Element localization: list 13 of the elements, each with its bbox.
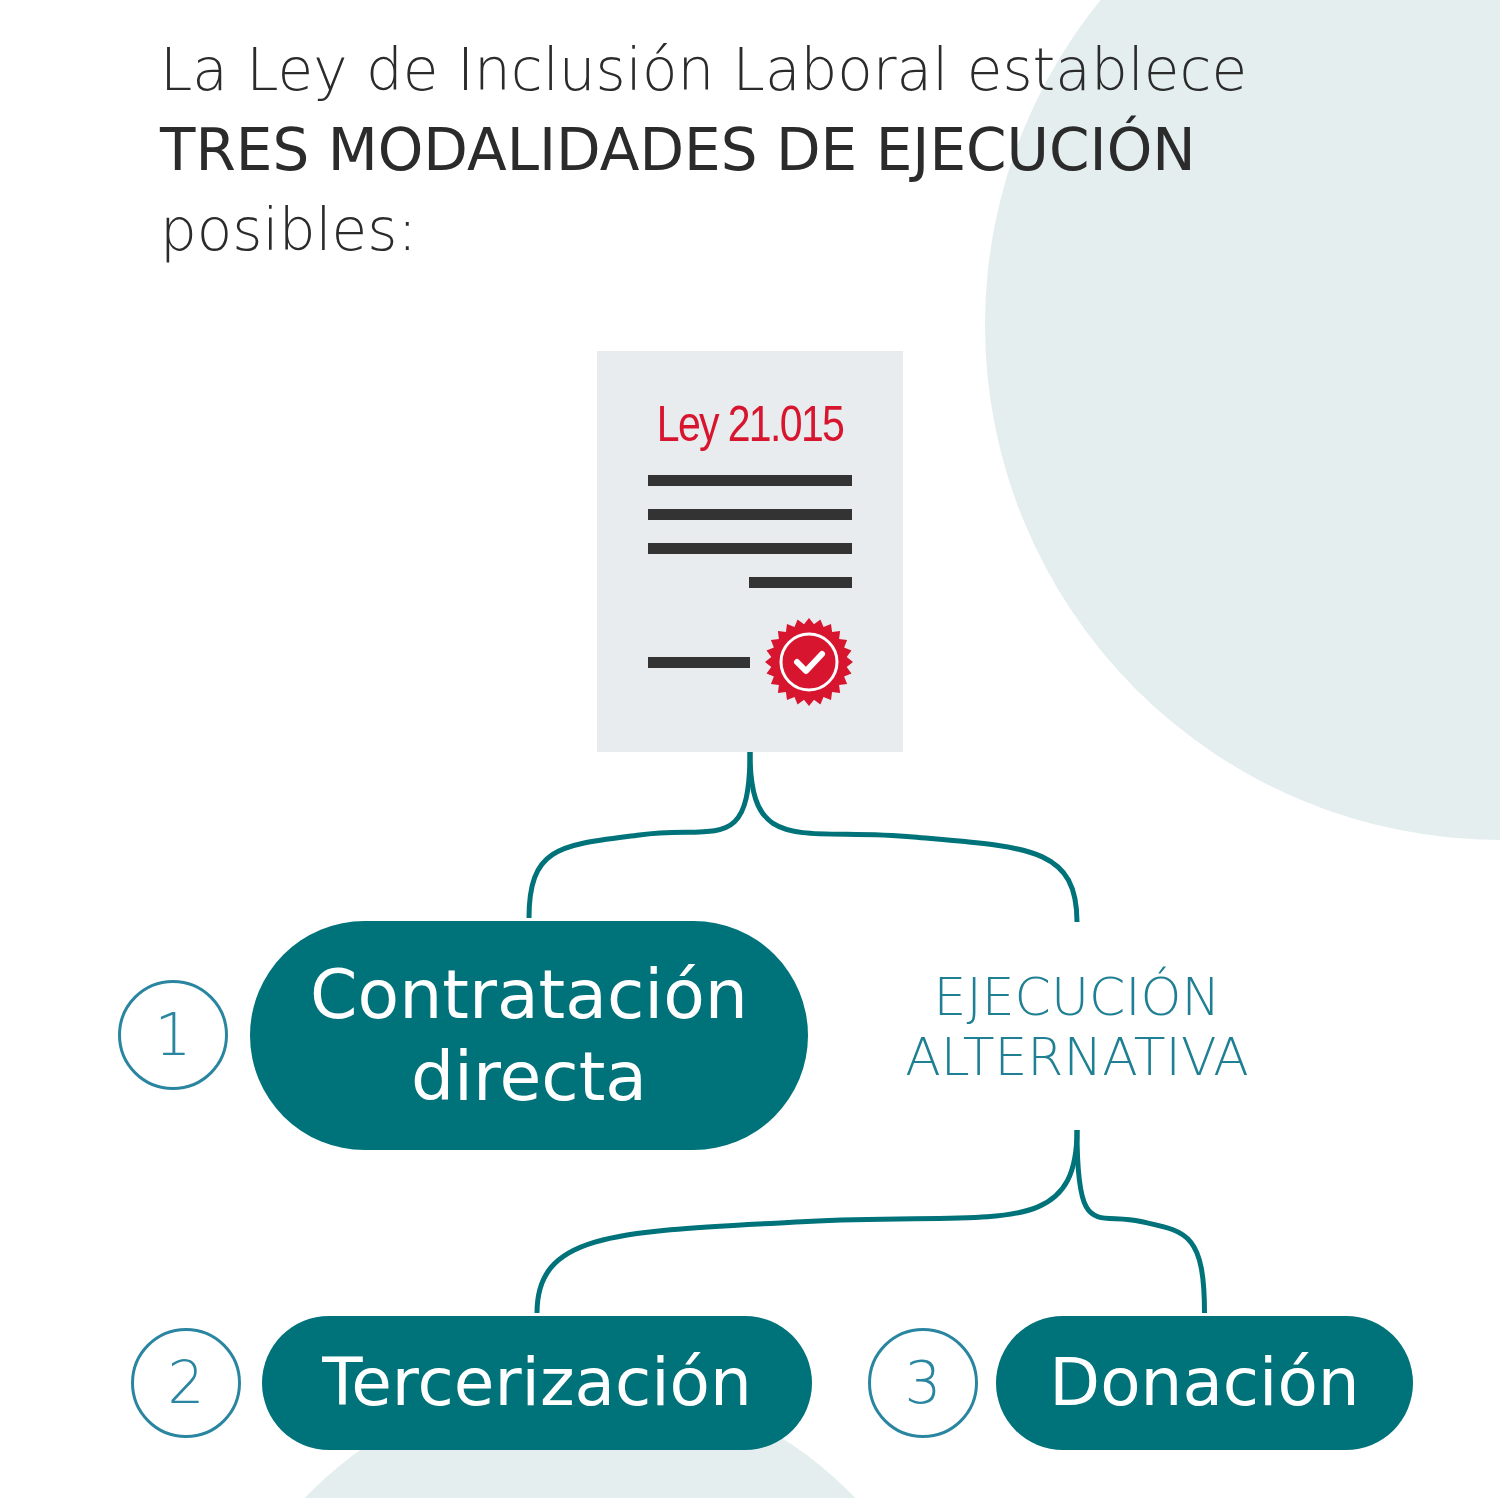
mode-pill: Tercerización xyxy=(262,1316,812,1450)
connector-line xyxy=(526,751,753,919)
connector-line xyxy=(1074,1129,1207,1314)
number-circle: 2 xyxy=(131,1328,241,1438)
number-circle: 3 xyxy=(868,1328,978,1438)
mode-heading: EJECUCIÓN ALTERNATIVA xyxy=(860,925,1294,1130)
number-circle: 1 xyxy=(118,980,228,1090)
title: La Ley de Inclusión Laboral establece TRES MODALIDADES DE EJECUCIÓN posibles: xyxy=(160,35,1249,266)
mode-pill: Donación xyxy=(996,1316,1413,1450)
mode-pill: Contratación directa xyxy=(250,921,808,1150)
document-title: Ley 21.015 xyxy=(655,395,845,453)
connector-line xyxy=(747,751,1080,923)
law-document xyxy=(597,351,903,752)
